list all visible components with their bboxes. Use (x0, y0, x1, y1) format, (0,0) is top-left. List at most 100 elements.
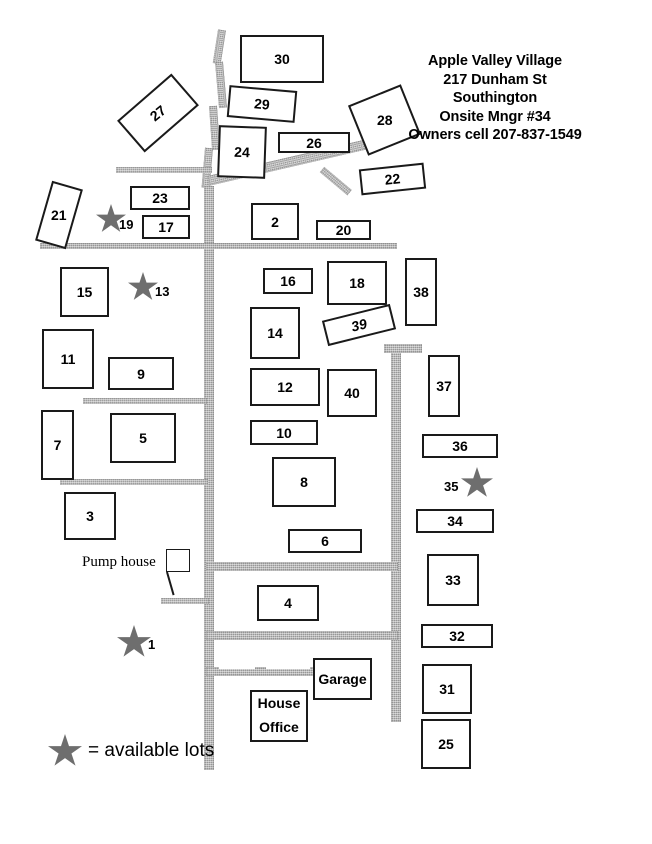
lot-label: 6 (321, 533, 329, 549)
title-line-address: 217 Dunham St (443, 71, 547, 88)
road-spur-diagonal (319, 166, 352, 196)
lot-15[interactable]: 15 (60, 267, 109, 317)
lot-2[interactable]: 2 (251, 203, 299, 240)
lot-label: 38 (413, 284, 429, 300)
road-cross-west-400 (83, 398, 207, 404)
lot-12[interactable]: 12 (250, 368, 320, 406)
lot-11[interactable]: 11 (42, 329, 94, 389)
lot-27[interactable]: 27 (117, 73, 199, 153)
lot-5[interactable]: 5 (110, 413, 176, 463)
lot-label: 26 (306, 134, 322, 151)
road-cross-street-245 (40, 243, 397, 249)
lot-label: 14 (267, 325, 283, 341)
road-cross-upper-west (116, 167, 212, 173)
lot-33[interactable]: 33 (427, 554, 479, 606)
lot-label: 3 (86, 508, 94, 524)
lot-20[interactable]: 20 (316, 220, 371, 240)
lot-25[interactable]: 25 (421, 719, 471, 769)
lot-label: 37 (436, 378, 452, 394)
road-cross-west-481 (60, 479, 208, 485)
lot-29[interactable]: 29 (226, 85, 298, 123)
lot-23[interactable]: 23 (130, 186, 190, 210)
lot-26[interactable]: 26 (278, 132, 350, 153)
lot-label: 36 (452, 438, 468, 454)
lot-label: 23 (152, 190, 168, 206)
lot-label: 33 (445, 572, 461, 588)
title-line-city: Southington (452, 90, 538, 106)
lot-14[interactable]: 14 (250, 307, 300, 359)
lot-6[interactable]: 6 (288, 529, 362, 553)
lot-22[interactable]: 22 (358, 162, 427, 196)
legend-label: = available lots (88, 740, 215, 761)
title-line-phone: Owners cell 207-837-1549 (408, 127, 582, 143)
parking-pocket-right (266, 655, 310, 669)
star-label-35: 35 (444, 479, 459, 494)
pump-house-box[interactable] (166, 549, 190, 572)
star-label-19: 19 (119, 217, 134, 232)
star-label-1: 1 (148, 637, 156, 652)
lot-label: 16 (280, 273, 296, 289)
lot-label: 7 (53, 437, 62, 453)
lot-16[interactable]: 16 (263, 268, 313, 294)
title-block: Apple Valley Village 217 Dunham St South… (390, 52, 600, 145)
lot-37[interactable]: 37 (428, 355, 460, 417)
lot-32[interactable]: 32 (421, 624, 493, 648)
title-line-manager: Onsite Mngr #34 (439, 108, 551, 125)
lot-7[interactable]: 7 (41, 410, 74, 480)
road-connector-39 (384, 344, 422, 353)
legend-star-icon (48, 734, 82, 766)
title-line-name: Apple Valley Village (428, 53, 562, 69)
road-cross-lower-570 (206, 562, 398, 571)
house-label: House (257, 695, 301, 712)
lot-label: 10 (276, 424, 292, 441)
lot-40[interactable]: 40 (327, 369, 377, 417)
lot-label: 40 (344, 385, 360, 401)
lot-31[interactable]: 31 (422, 664, 472, 714)
lot-label: 8 (300, 474, 308, 490)
lot-label: 17 (158, 219, 174, 235)
lot-label: 27 (146, 101, 170, 125)
road-cross-lower-634 (206, 631, 398, 640)
lot-8[interactable]: 8 (272, 457, 336, 507)
lot-38[interactable]: 38 (405, 258, 437, 326)
lot-label: 34 (447, 513, 463, 529)
star-available-lot-1[interactable] (117, 625, 151, 657)
lot-label: 12 (277, 379, 293, 395)
lot-3[interactable]: 3 (64, 492, 116, 540)
road-main-vertical (204, 186, 214, 670)
star-available-lot-35[interactable] (461, 467, 493, 497)
lot-label: 31 (439, 681, 455, 697)
lot-label: 39 (349, 315, 369, 335)
garage-label: Garage (318, 671, 367, 687)
road-north-curve-b (215, 61, 227, 109)
lot-39[interactable]: 39 (321, 303, 397, 347)
lot-9[interactable]: 9 (108, 357, 174, 390)
lot-label: 5 (139, 430, 147, 446)
lot-18[interactable]: 18 (327, 261, 387, 305)
lot-10[interactable]: 10 (250, 420, 318, 445)
road-right-vertical (391, 344, 401, 722)
lot-label: 2 (271, 213, 279, 230)
lot-17[interactable]: 17 (142, 215, 190, 239)
lot-21[interactable]: 21 (35, 180, 83, 250)
lot-label: 29 (253, 95, 271, 113)
pump-house-stem (166, 571, 175, 596)
lot-24[interactable]: 24 (217, 125, 267, 179)
parking-pocket-left (219, 655, 255, 669)
building-garage[interactable]: Garage (313, 658, 372, 700)
lot-4[interactable]: 4 (257, 585, 319, 621)
lot-30[interactable]: 30 (240, 35, 324, 83)
road-pump-spur (161, 598, 209, 604)
road-main-vertical-lower (204, 660, 214, 770)
lot-label: 30 (274, 51, 290, 67)
star-label-13: 13 (155, 284, 170, 299)
star-available-lot-13[interactable] (128, 272, 158, 300)
lot-label: 21 (51, 206, 67, 223)
lot-label: 32 (449, 628, 465, 644)
pump-house-label: Pump house (82, 554, 156, 570)
lot-34[interactable]: 34 (416, 509, 494, 533)
lot-label: 24 (233, 143, 251, 161)
building-house-office[interactable]: House Office (250, 690, 308, 742)
lot-36[interactable]: 36 (422, 434, 498, 458)
